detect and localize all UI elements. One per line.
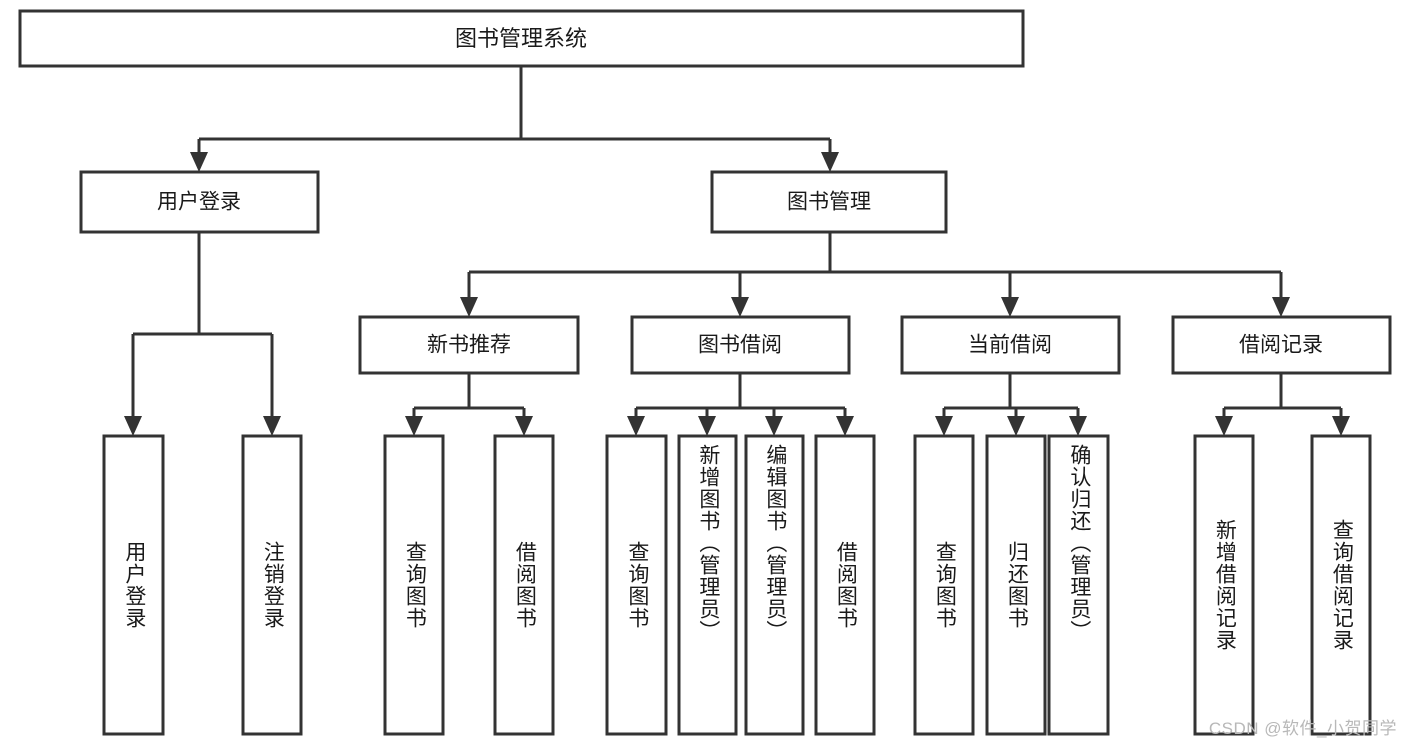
- arrow-head-leaf-return-book: [1007, 416, 1025, 436]
- connector-group-new-book-recommend: [405, 373, 533, 436]
- node-leaf-add-record-box[interactable]: [1193, 434, 1255, 736]
- node-current-borrow-label: 当前借阅: [968, 334, 1052, 357]
- arrow-head-book-borrow: [731, 297, 749, 317]
- node-current-borrow[interactable]: 当前借阅: [900, 315, 1121, 375]
- node-leaf-query-book-3-box[interactable]: [913, 434, 975, 736]
- node-current-borrow-box[interactable]: [900, 315, 1121, 375]
- node-leaf-borrow-book-2-box[interactable]: [814, 434, 876, 736]
- connector-group-root: [190, 66, 839, 172]
- arrow-head-leaf-confirm-return: [1069, 416, 1087, 436]
- connector-group-borrow-record: [1215, 373, 1350, 436]
- connector-group-user-login: [124, 232, 281, 436]
- node-book-manage[interactable]: 图书管理: [710, 170, 948, 234]
- node-borrow-record-label: 借阅记录: [1239, 334, 1323, 357]
- node-new-book-recommend-label: 新书推荐: [427, 334, 511, 357]
- node-book-borrow-label: 图书借阅: [698, 334, 782, 357]
- node-leaf-query-book-1-box[interactable]: [383, 434, 445, 736]
- arrow-head-leaf-edit-book: [765, 416, 783, 436]
- node-root-label: 图书管理系统: [455, 26, 587, 51]
- arrow-head-leaf-query-book-3: [935, 416, 953, 436]
- node-leaf-query-record-box[interactable]: [1310, 434, 1372, 736]
- node-book-borrow[interactable]: 图书借阅: [630, 315, 851, 375]
- arrow-head-leaf-query-book-2: [627, 416, 645, 436]
- arrow-head-leaf-query-book-1: [405, 416, 423, 436]
- arrow-head-user-login: [190, 152, 208, 172]
- arrow-head-leaf-borrow-book-2: [836, 416, 854, 436]
- arrow-head-leaf-add-book: [698, 416, 716, 436]
- node-borrow-record[interactable]: 借阅记录: [1171, 315, 1392, 375]
- arrow-head-new-book-recommend: [460, 297, 478, 317]
- node-book-manage-box[interactable]: [710, 170, 948, 234]
- arrow-head-book-manage: [821, 152, 839, 172]
- node-leaf-query-book-2-box[interactable]: [605, 434, 668, 736]
- arrow-head-leaf-user-login: [124, 416, 142, 436]
- node-leaf-confirm-return-box[interactable]: [1047, 434, 1110, 736]
- node-user-login[interactable]: 用户登录: [79, 170, 320, 234]
- connector-group-book-manage: [460, 232, 1290, 317]
- node-leaf-edit-book-box[interactable]: [744, 434, 805, 736]
- node-book-manage-label: 图书管理: [787, 191, 871, 214]
- node-leaf-return-book-box[interactable]: [985, 434, 1047, 736]
- node-user-login-box[interactable]: [79, 170, 320, 234]
- node-leaf-borrow-book-1-box[interactable]: [493, 434, 555, 736]
- node-new-book-recommend[interactable]: 新书推荐: [358, 315, 580, 375]
- node-root[interactable]: 图书管理系统: [18, 9, 1025, 68]
- node-user-login-label: 用户登录: [157, 191, 241, 214]
- arrow-head-leaf-borrow-book-1: [515, 416, 533, 436]
- node-leaf-user-login-box[interactable]: [102, 434, 165, 736]
- arrow-head-leaf-query-record: [1332, 416, 1350, 436]
- connector-group-current-borrow: [935, 373, 1087, 436]
- node-leaf-logout-login-box[interactable]: [241, 434, 303, 736]
- connector-group-book-borrow: [627, 373, 854, 436]
- arrow-head-leaf-logout-login: [263, 416, 281, 436]
- arrow-head-borrow-record: [1272, 297, 1290, 317]
- arrow-head-leaf-add-record: [1215, 416, 1233, 436]
- arrow-head-current-borrow: [1001, 297, 1019, 317]
- node-new-book-recommend-box[interactable]: [358, 315, 580, 375]
- node-book-borrow-box[interactable]: [630, 315, 851, 375]
- node-borrow-record-box[interactable]: [1171, 315, 1392, 375]
- node-leaf-add-book-box[interactable]: [677, 434, 738, 736]
- node-root-box[interactable]: [18, 9, 1025, 68]
